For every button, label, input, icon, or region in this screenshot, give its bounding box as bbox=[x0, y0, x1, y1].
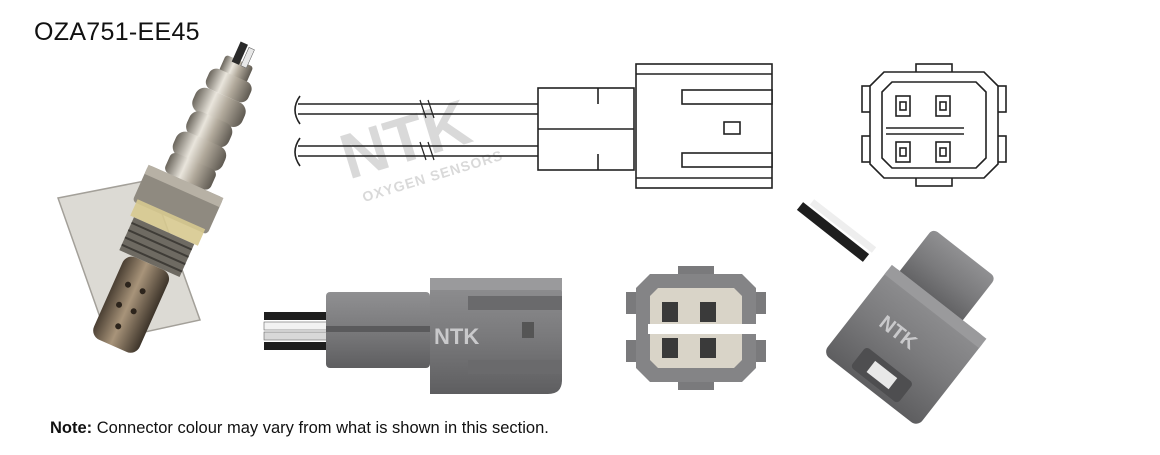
ntk-watermark: NTK OXYGEN SENSORS bbox=[332, 86, 505, 205]
connector-colour-note: Note: Connector colour may vary from wha… bbox=[50, 419, 549, 438]
connector-logo: NTK bbox=[434, 324, 479, 349]
note-text: Connector colour may vary from what is s… bbox=[92, 419, 549, 437]
part-number-title: OZA751-EE45 bbox=[34, 18, 200, 46]
connector-face-drawing bbox=[861, 63, 1007, 187]
gray-connector-side-image: NTK bbox=[263, 278, 562, 394]
gray-connector-face-image bbox=[626, 266, 766, 390]
oxygen-sensor-image bbox=[57, 41, 255, 353]
connector-side-drawing bbox=[294, 63, 773, 189]
gray-connector-angled-image: NTK bbox=[796, 199, 994, 424]
note-label: Note: bbox=[50, 419, 93, 437]
